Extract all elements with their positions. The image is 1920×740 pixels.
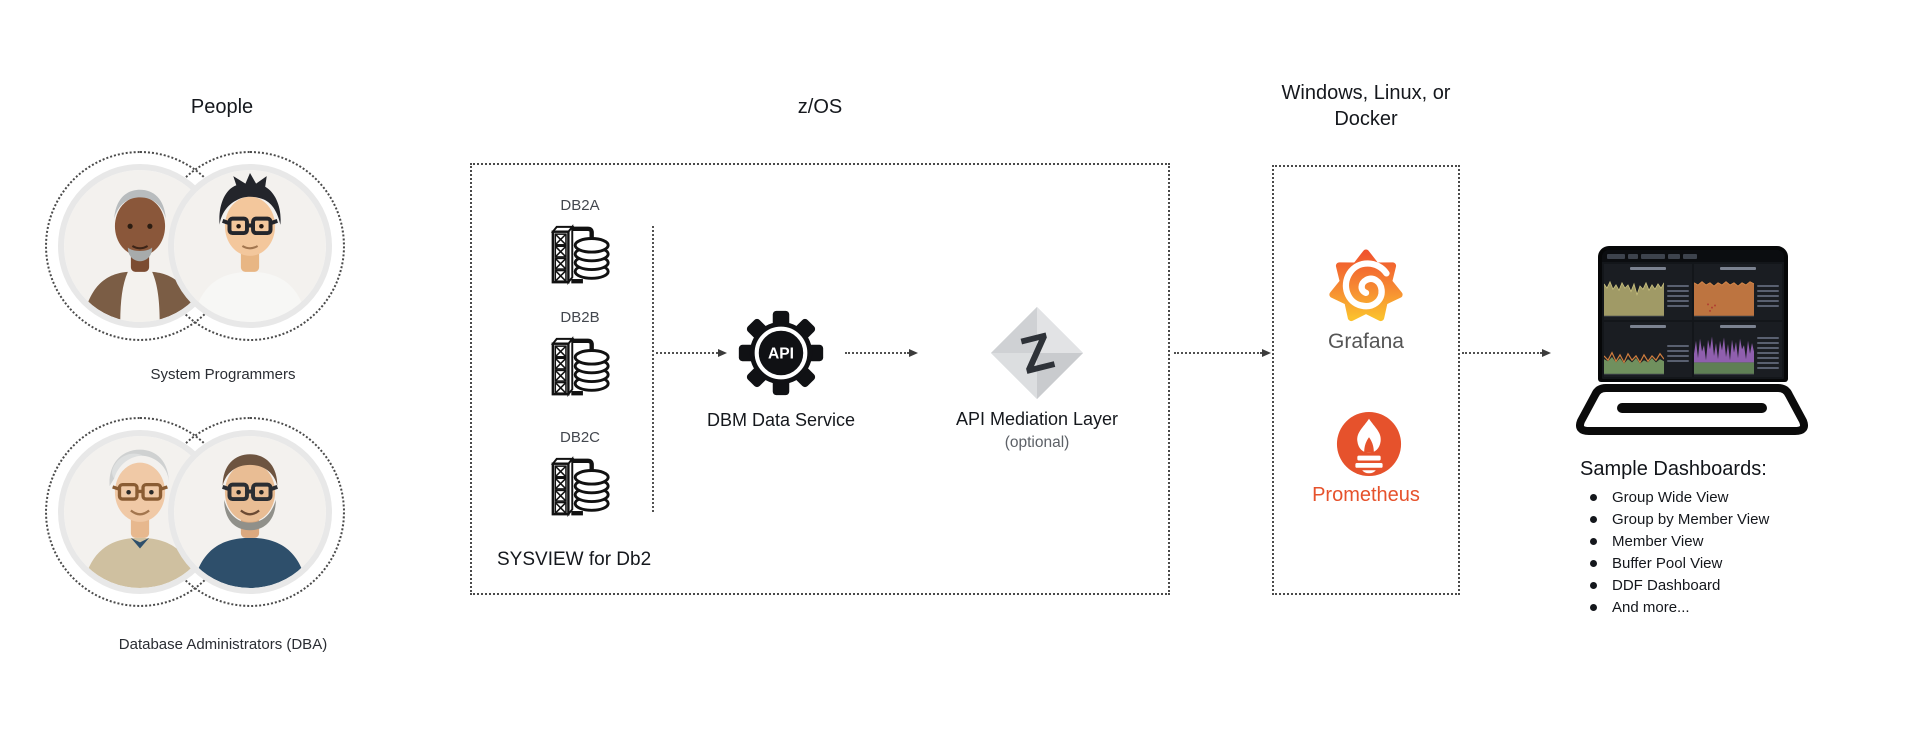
mini-chart-green-orange-area xyxy=(1604,350,1664,375)
system-programmers-label: System Programmers xyxy=(150,366,296,383)
zos-section-title: z/OS xyxy=(797,96,843,118)
dashboard-screen xyxy=(1602,250,1784,379)
platform-boundary-box xyxy=(1272,165,1460,595)
list-item-label: Member View xyxy=(1612,532,1704,550)
panel-title-bar xyxy=(1720,324,1756,328)
dashboard-panel xyxy=(1604,264,1692,320)
list-item: Group by Member View xyxy=(1580,508,1880,530)
dbm-data-service-label: DBM Data Service xyxy=(706,410,856,430)
dashboard-panel xyxy=(1694,321,1782,378)
list-item-label: Group by Member View xyxy=(1612,510,1770,528)
db2c-label: DB2C xyxy=(559,429,600,446)
arrow-zos-to-platform xyxy=(1174,349,1271,357)
panel-legend xyxy=(1664,272,1692,320)
navbar-chip xyxy=(1628,253,1638,259)
bullet-icon xyxy=(1590,493,1597,501)
arrow-db-to-dbm xyxy=(656,349,727,357)
db2-database-icon xyxy=(550,224,610,285)
list-item: Buffer Pool View xyxy=(1580,552,1880,574)
sample-dashboards-list: Group Wide View Group by Member View Mem… xyxy=(1580,486,1880,618)
list-item: Member View xyxy=(1580,530,1880,552)
people-section-title: People xyxy=(190,96,254,118)
navbar-chip xyxy=(1641,253,1665,259)
man-avatar-icon xyxy=(174,170,326,322)
api-gear-text: API xyxy=(768,346,794,363)
man-avatar-icon xyxy=(174,436,326,588)
bullet-icon xyxy=(1590,581,1597,589)
list-item-label: And more... xyxy=(1612,598,1690,616)
db2b-label: DB2B xyxy=(560,309,600,326)
sample-dashboards-title: Sample Dashboards: xyxy=(1580,458,1767,480)
db-bus-connector-line xyxy=(652,226,654,512)
bullet-icon xyxy=(1590,515,1597,523)
mini-chart-orange-area xyxy=(1694,281,1754,317)
dashboard-navbar xyxy=(1602,250,1784,262)
api-gear-icon: API xyxy=(738,310,824,396)
prometheus-label: Prometheus xyxy=(1312,484,1420,506)
panel-legend xyxy=(1664,330,1692,378)
panel-title-bar xyxy=(1630,324,1666,328)
prometheus-icon xyxy=(1336,411,1402,477)
list-item: Group Wide View xyxy=(1580,486,1880,508)
list-item-label: Group Wide View xyxy=(1612,488,1729,506)
avatar-dba-2 xyxy=(168,430,332,594)
panel-title-bar xyxy=(1720,267,1756,270)
list-item: And more... xyxy=(1580,596,1880,618)
db2-database-icon xyxy=(550,456,610,517)
db2-database-icon xyxy=(550,336,610,397)
dba-label: Database Administrators (DBA) xyxy=(118,636,328,653)
grafana-icon xyxy=(1329,249,1403,322)
zowe-diamond-icon: Z xyxy=(991,307,1083,399)
avatar-system-programmer-2 xyxy=(168,164,332,328)
navbar-chip xyxy=(1668,253,1680,259)
db2a-label: DB2A xyxy=(560,197,600,214)
api-mediation-layer-label: API Mediation Layer xyxy=(955,409,1119,429)
navbar-chip xyxy=(1607,253,1625,259)
laptop-screen xyxy=(1598,246,1788,382)
list-item-label: Buffer Pool View xyxy=(1612,554,1723,572)
dashboard-panel xyxy=(1604,321,1692,378)
laptop-base xyxy=(1576,384,1808,435)
zos-boundary-box xyxy=(470,163,1170,595)
panel-legend xyxy=(1754,330,1782,378)
panel-legend xyxy=(1754,272,1782,320)
api-mediation-layer-note: (optional) xyxy=(1004,434,1070,451)
list-item: DDF Dashboard xyxy=(1580,574,1880,596)
dashboard-panel xyxy=(1694,264,1782,320)
dashboard-panel-grid xyxy=(1602,262,1784,379)
bullet-icon xyxy=(1590,559,1597,567)
bullet-icon xyxy=(1590,603,1597,611)
sysview-label: SYSVIEW for Db2 xyxy=(497,549,652,570)
system-programmers-group xyxy=(45,151,345,341)
dba-group xyxy=(45,417,345,607)
list-item-label: DDF Dashboard xyxy=(1612,576,1721,594)
grafana-label: Grafana xyxy=(1328,330,1404,353)
arrow-platform-to-laptop xyxy=(1462,349,1551,357)
navbar-chip xyxy=(1683,253,1697,259)
arrow-dbm-to-apiml xyxy=(845,349,918,357)
mini-chart-olive-area xyxy=(1604,280,1664,317)
panel-title-bar xyxy=(1630,267,1666,270)
mini-chart-purple-spikes xyxy=(1694,335,1754,375)
platform-section-title: Windows, Linux, or Docker xyxy=(1281,82,1451,130)
bullet-icon xyxy=(1590,537,1597,545)
